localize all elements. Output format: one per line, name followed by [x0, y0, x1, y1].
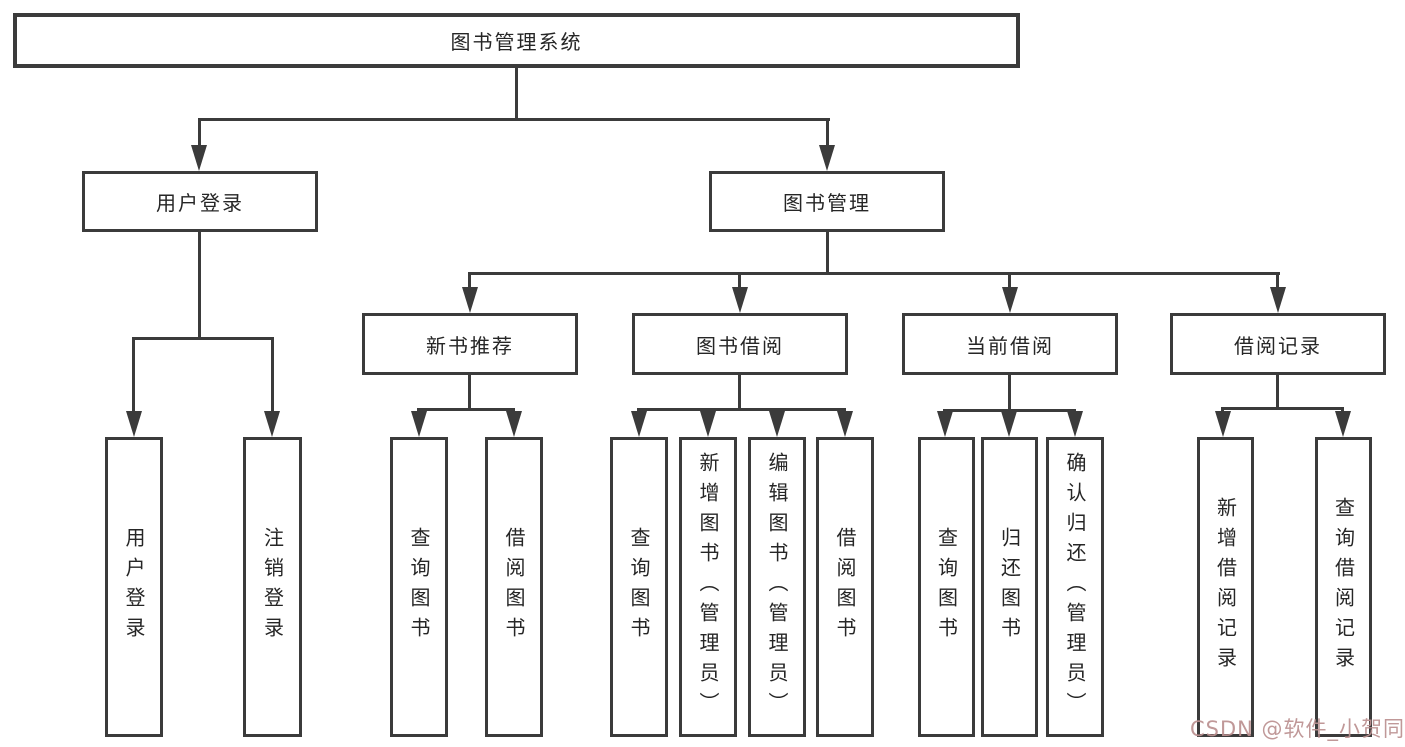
new-book-recommend-connector-stub: [468, 375, 471, 408]
leaf-return-books-label: 归还图书: [997, 527, 1022, 647]
node-borrow-records: 借阅记录: [1170, 313, 1386, 375]
arrowhead-down: [1270, 287, 1286, 313]
node-library-system-label: 图书管理系统: [450, 30, 583, 54]
leaf-user-login-label: 用户登录: [122, 527, 146, 647]
arrowhead-down: [1067, 411, 1083, 437]
book-borrowing-connector-bar: [637, 408, 845, 411]
arrowhead-down: [769, 411, 785, 437]
leaf-logout-label: 注销登录: [260, 527, 285, 647]
book-borrowing-connector-stub: [738, 375, 741, 408]
root-connector-shaft-right: [826, 118, 829, 152]
user-login-connector-bar: [132, 337, 274, 340]
arrowhead-down: [837, 411, 853, 437]
node-current-borrowing: 当前借阅: [902, 313, 1118, 375]
leaf-user-login: 用户登录: [105, 437, 163, 737]
node-book-management: 图书管理: [709, 171, 945, 232]
leaf-search-borrow-record: 查询借阅记录: [1315, 437, 1372, 737]
arrowhead-down: [937, 411, 953, 437]
new-book-recommend-connector-bar: [417, 408, 515, 411]
leaf-search-books-current-label: 查询图书: [934, 527, 959, 647]
leaf-edit-books-admin: 编辑图书（管理员）: [748, 437, 806, 737]
root-connector-bar: [198, 118, 830, 121]
leaf-search-books-recommend-label: 查询图书: [407, 527, 431, 647]
leaf-add-books-admin-label: 新增图书（管理员）: [696, 452, 720, 722]
arrowhead-down: [819, 145, 835, 171]
node-book-borrowing-label: 图书借阅: [696, 333, 784, 358]
node-user-login: 用户登录: [82, 171, 318, 232]
book-management-connector-bar: [468, 272, 1280, 275]
node-borrow-records-label: 借阅记录: [1234, 333, 1322, 358]
arrowhead-down: [126, 411, 142, 437]
node-new-book-recommend: 新书推荐: [362, 313, 578, 375]
leaf-add-borrow-record-label: 新增借阅记录: [1213, 497, 1238, 677]
book-management-connector-shaft: [738, 272, 741, 294]
book-management-connector-shaft: [1276, 272, 1279, 294]
leaf-search-borrow-record-label: 查询借阅记录: [1331, 497, 1356, 677]
leaf-search-books-recommend: 查询图书: [390, 437, 448, 737]
node-book-borrowing: 图书借阅: [632, 313, 848, 375]
arrowhead-down: [631, 411, 647, 437]
book-management-connector-shaft: [468, 272, 471, 294]
node-current-borrowing-label: 当前借阅: [966, 333, 1054, 358]
current-borrowing-connector-stub: [1008, 375, 1011, 409]
leaf-borrow-books-recommend-label: 借阅图书: [502, 527, 526, 647]
arrowhead-down: [732, 287, 748, 313]
node-book-management-label: 图书管理: [783, 191, 871, 215]
leaf-borrow-books-borrowing: 借阅图书: [816, 437, 874, 737]
user-login-connector-shaft: [132, 337, 135, 422]
user-login-connector-shaft: [271, 337, 274, 422]
watermark: CSDN @软件_小贺同学: [1190, 717, 1405, 741]
book-management-connector-stub: [826, 232, 829, 272]
leaf-search-books-borrowing-label: 查询图书: [627, 527, 651, 647]
arrowhead-down: [462, 287, 478, 313]
root-connector-stub: [515, 68, 518, 118]
leaf-logout: 注销登录: [243, 437, 302, 737]
node-library-system: 图书管理系统: [13, 13, 1020, 68]
node-user-login-label: 用户登录: [156, 191, 244, 215]
arrowhead-down: [411, 411, 427, 437]
arrowhead-down: [264, 411, 280, 437]
root-connector-shaft-left: [198, 118, 201, 152]
arrowhead-down: [1215, 411, 1231, 437]
leaf-search-books-borrowing: 查询图书: [610, 437, 668, 737]
user-login-connector-stub: [198, 232, 201, 337]
arrowhead-down: [191, 145, 207, 171]
leaf-add-borrow-record: 新增借阅记录: [1197, 437, 1254, 737]
leaf-return-books: 归还图书: [981, 437, 1038, 737]
arrowhead-down: [506, 411, 522, 437]
arrowhead-down: [1001, 411, 1017, 437]
leaf-borrow-books-recommend: 借阅图书: [485, 437, 543, 737]
leaf-edit-books-admin-label: 编辑图书（管理员）: [765, 452, 789, 722]
leaf-search-books-current: 查询图书: [918, 437, 975, 737]
arrowhead-down: [700, 411, 716, 437]
leaf-confirm-return-admin: 确认归还（管理员）: [1046, 437, 1104, 737]
node-new-book-recommend-label: 新书推荐: [426, 333, 514, 358]
borrow-records-connector-stub: [1276, 375, 1279, 407]
leaf-borrow-books-borrowing-label: 借阅图书: [833, 527, 857, 647]
arrowhead-down: [1002, 287, 1018, 313]
book-management-connector-shaft: [1008, 272, 1011, 294]
leaf-add-books-admin: 新增图书（管理员）: [679, 437, 737, 737]
borrow-records-connector-bar: [1221, 407, 1344, 410]
leaf-confirm-return-admin-label: 确认归还（管理员）: [1063, 452, 1087, 722]
arrowhead-down: [1335, 411, 1351, 437]
